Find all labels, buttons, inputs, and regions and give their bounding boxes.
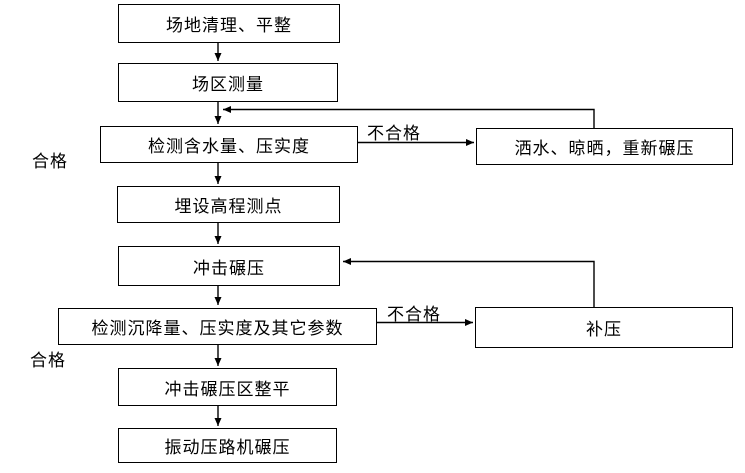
flow-node-vibratory-rolling: 振动压路机碾压: [118, 428, 337, 463]
edge-label-fail-1: 不合格: [367, 124, 421, 143]
flow-node-site-survey: 场区测量: [118, 63, 338, 102]
flow-node-settlement-test: 检测沉降量、压实度及其它参数: [58, 308, 377, 345]
flow-node-rework-watering-drying: 洒水、晾晒，重新碾压: [476, 128, 733, 165]
flow-node-site-clearing-leveling: 场地清理、平整: [118, 4, 340, 43]
flow-node-area-leveling: 冲击碾压区整平: [118, 368, 337, 406]
edge-supplementary-feedback: [343, 258, 595, 307]
edge-label-fail-2: 不合格: [387, 305, 441, 324]
flow-node-elevation-points: 埋设高程测点: [117, 186, 340, 223]
edge-rework-feedback: [223, 106, 595, 128]
edge-label-pass-2: 合格: [30, 351, 66, 370]
edge-label-pass-1: 合格: [32, 152, 68, 171]
flow-node-moisture-compaction-test: 检测含水量、压实度: [100, 126, 358, 163]
flow-node-supplementary-rolling: 补压: [475, 307, 733, 348]
flow-node-impact-rolling: 冲击碾压: [118, 246, 340, 286]
